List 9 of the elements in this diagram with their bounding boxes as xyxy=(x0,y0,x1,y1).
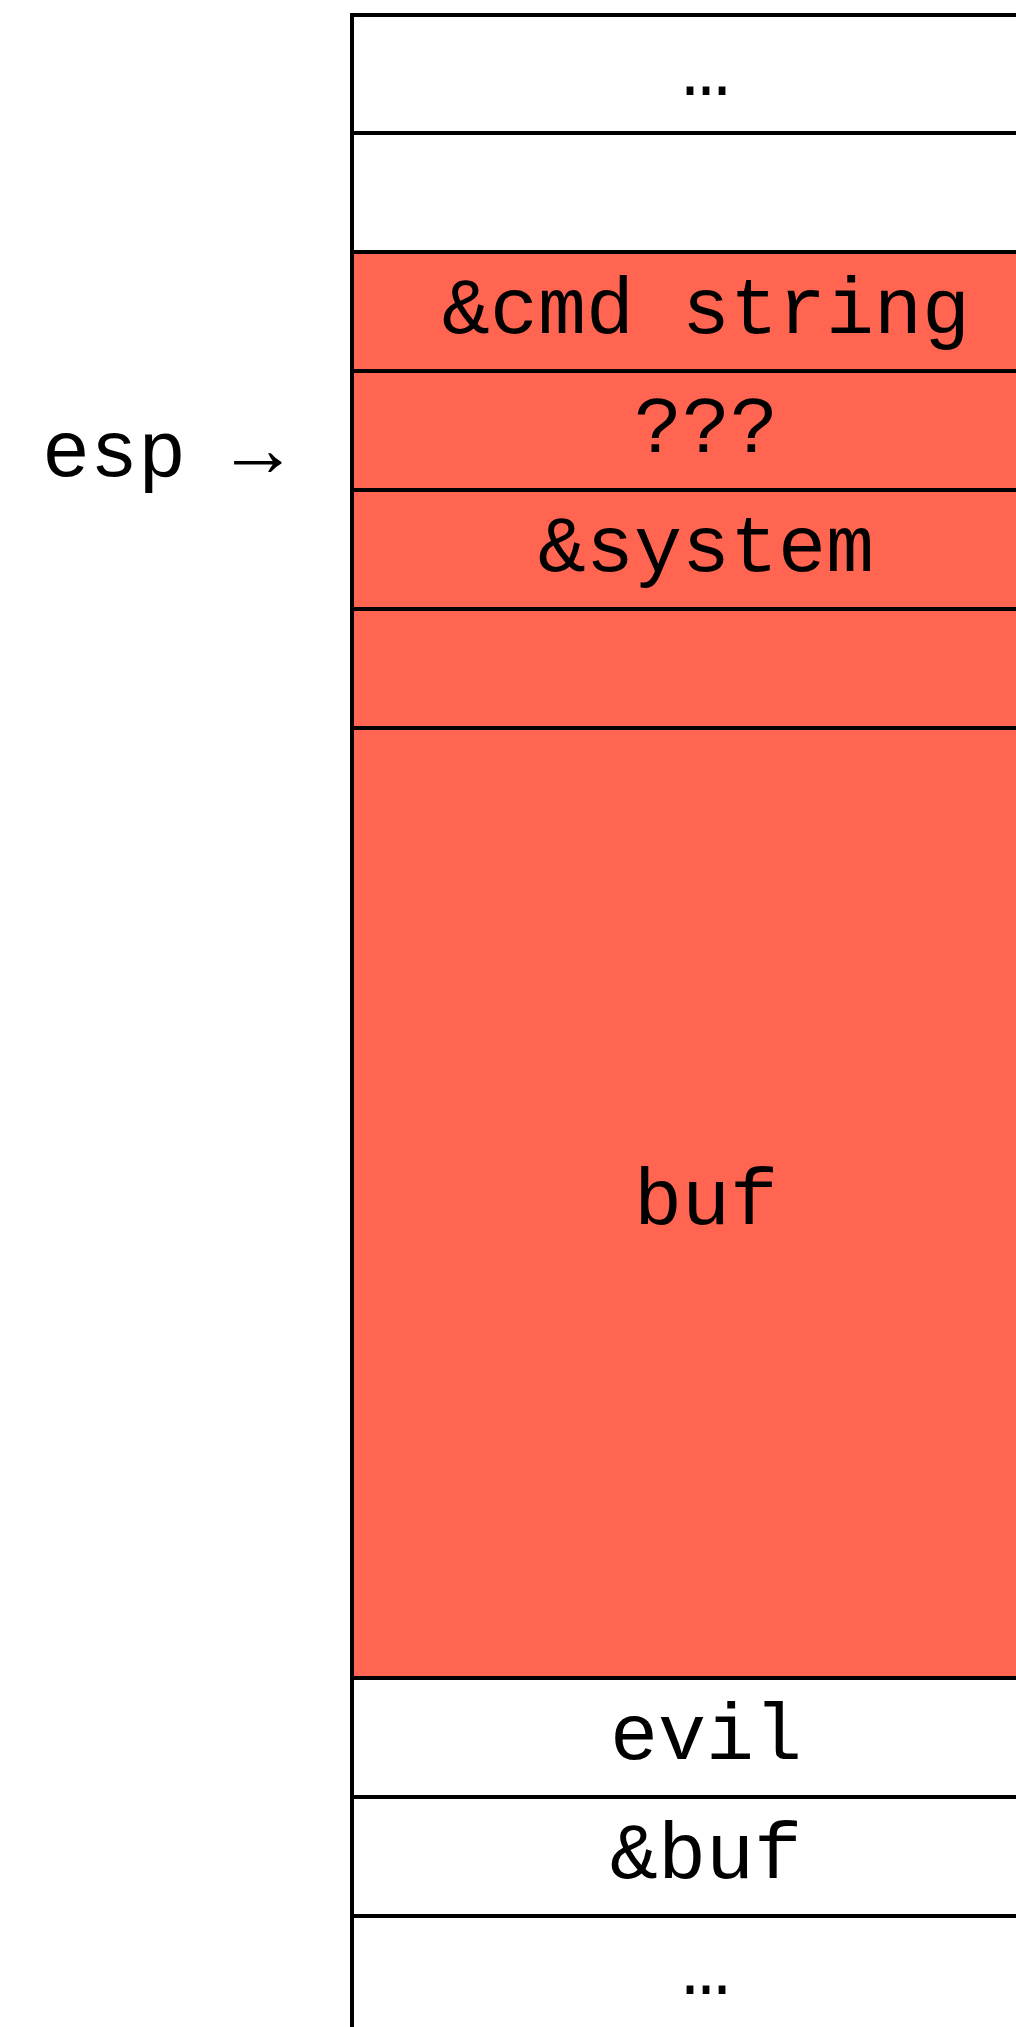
pointer-label: esp → xyxy=(42,410,283,500)
slot-label: &system xyxy=(537,509,875,590)
slot-label: evil xyxy=(610,1697,802,1778)
slot-label: &cmd string xyxy=(441,271,971,352)
slot-label: ??? xyxy=(634,390,778,471)
slot-label: &buf xyxy=(610,1816,802,1897)
slot-label: buf xyxy=(634,1163,778,1243)
slot-label: … xyxy=(682,34,730,114)
slot-label: … xyxy=(682,1932,730,2013)
